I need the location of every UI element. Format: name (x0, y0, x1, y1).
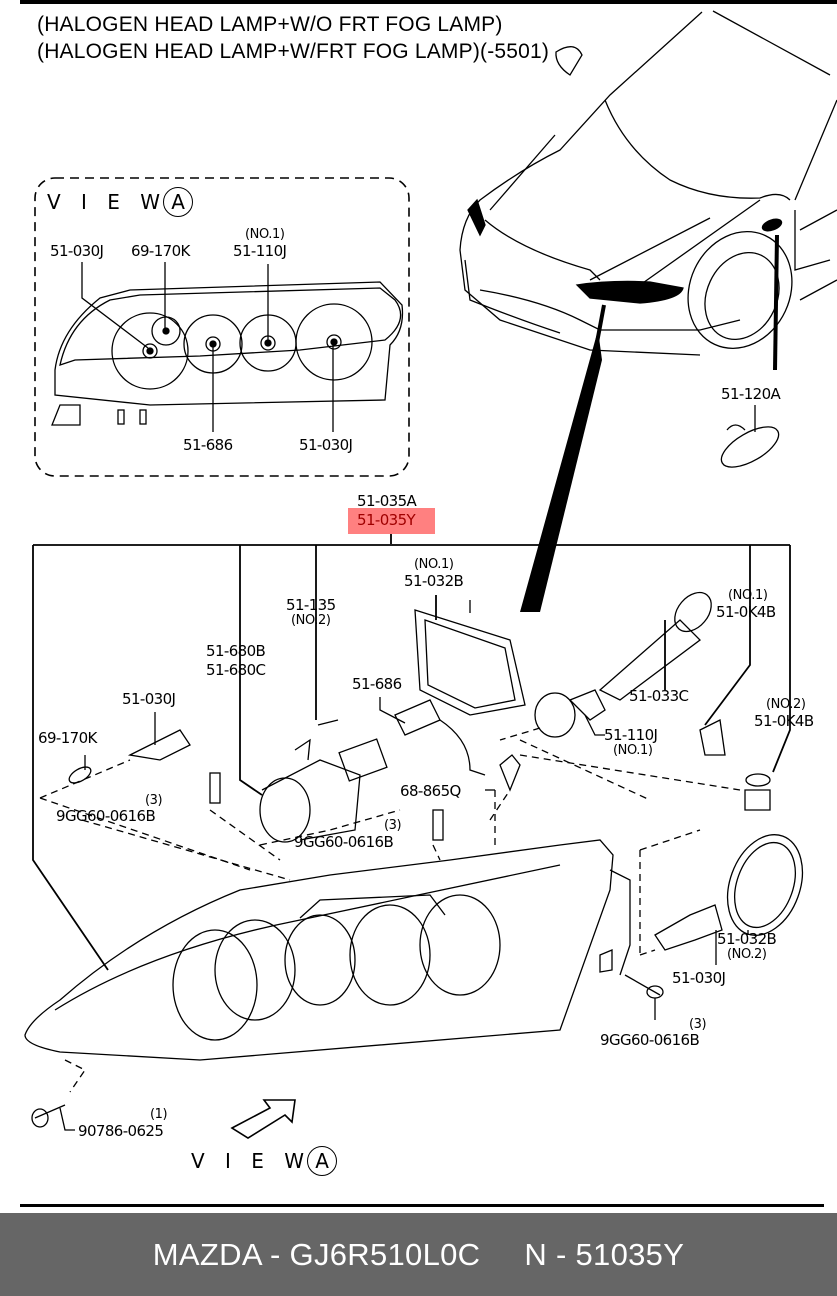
selected-part-highlight (348, 508, 435, 534)
label-bolt-right-qty: (3) (689, 1017, 707, 1032)
label-cap-no1[interactable]: 51-032B (404, 572, 464, 590)
label-bolt-center-qty: (3) (384, 818, 402, 833)
label-bolt-left-qty: (3) (145, 793, 163, 808)
view-a-arrow-circle: A (307, 1146, 338, 1176)
view-a-arrow-prefix: V I E W (191, 1149, 312, 1173)
label-bolt-right[interactable]: 9GG60-0616B (600, 1031, 700, 1049)
label-bolt-90786[interactable]: 90786-0625 (78, 1122, 164, 1140)
label-socket-033c[interactable]: 51-033C (629, 687, 689, 705)
label-bolt-center[interactable]: 9GG60-0616B (294, 833, 394, 851)
inset-label-bulb-turn-note: (NO.1) (245, 227, 285, 242)
inset-label-bulb-fog: 51-686 (183, 436, 233, 454)
inset-label-bulb-high: 51-030J (299, 436, 353, 454)
fog-projector (259, 719, 388, 843)
label-cap-no2[interactable]: 51-032B (717, 930, 777, 948)
label-cap-no2-note: (NO.2) (727, 947, 767, 962)
side-marker-lamp (720, 405, 780, 468)
label-clip-no2-note: (NO.2) (766, 697, 806, 712)
header-line-2: (HALOGEN HEAD LAMP+W/FRT FOG LAMP)(-5501… (37, 40, 550, 63)
label-clip-no1-note: (NO.1) (728, 588, 768, 603)
assembly-bracket (32, 534, 791, 971)
view-a-circle-label: A (163, 187, 194, 217)
view-a-arrow (230, 1099, 296, 1139)
header-line-1: (HALOGEN HEAD LAMP+W/O FRT FOG LAMP) (37, 13, 503, 36)
label-bulb-110j-note: (NO.1) (613, 743, 653, 758)
footer-part-number: N - 51035Y (524, 1237, 685, 1272)
label-screw-135-note: (NO.2) (291, 613, 331, 628)
headlamp-housing (24, 839, 631, 1061)
explode-lines (39, 727, 741, 1093)
label-bolt-90786-qty: (1) (150, 1107, 168, 1122)
view-a-inset-prefix: V I E W (47, 190, 168, 214)
footer-text: MAZDA - GJ6R510L0C N - 51035Y (0, 1237, 837, 1273)
label-bolt-left[interactable]: 9GG60-0616B (56, 807, 156, 825)
label-clip-no2[interactable]: 51-0K4B (754, 712, 814, 730)
label-bulb-686[interactable]: 51-686 (352, 675, 402, 693)
label-side-marker: 51-120A (721, 385, 781, 403)
car-illustration (459, 10, 837, 612)
label-clip-865q[interactable]: 68-865Q (400, 782, 461, 800)
label-bulb-170k[interactable]: 69-170K (38, 729, 97, 747)
label-assembly-y-selected[interactable]: 51-035Y (357, 511, 416, 529)
label-unit-680b[interactable]: 51-680B (206, 642, 266, 660)
label-clip-no1[interactable]: 51-0K4B (716, 603, 776, 621)
label-cap-no1-note: (NO.1) (414, 557, 454, 572)
bulbs (31, 591, 804, 1131)
inset-label-bulb-turn: 51-110J (233, 242, 287, 260)
top-border (20, 0, 837, 4)
inset-label-bulb-low: 51-030J (50, 242, 104, 260)
footer-divider (20, 1204, 824, 1207)
label-unit-680c[interactable]: 51-680C (206, 661, 266, 679)
inset-label-bulb-small: 69-170K (131, 242, 190, 260)
footer-brand-part: MAZDA - GJ6R510L0C (152, 1237, 481, 1272)
label-bulb-030j-left[interactable]: 51-030J (122, 690, 176, 708)
label-screw-135[interactable]: 51-135 (286, 596, 336, 614)
view-a-inset (34, 177, 410, 477)
label-bulb-030j-right[interactable]: 51-030J (672, 969, 726, 987)
label-assembly-a[interactable]: 51-035A (357, 492, 417, 510)
footer-bar: MAZDA - GJ6R510L0C N - 51035Y (0, 1213, 837, 1296)
label-bulb-110j[interactable]: 51-110J (604, 726, 658, 744)
